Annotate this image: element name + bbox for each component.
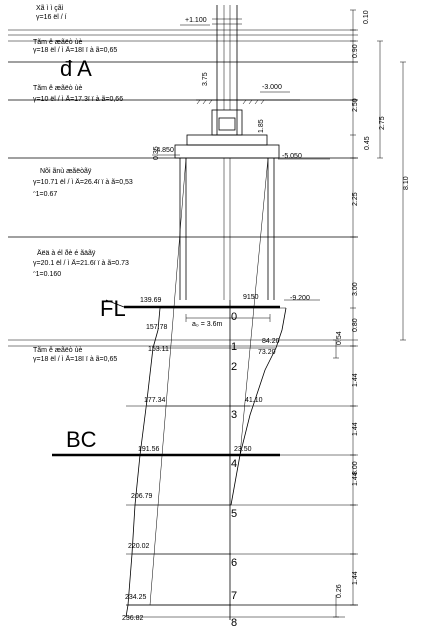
soil-5-params: γ=18 ël / ì Ä=18ï ï à ã=0,65	[33, 355, 117, 363]
soil-5-name: Tãm ê æãëò ùè	[33, 347, 83, 354]
node-3: 3	[231, 409, 237, 421]
dim-035: 0.35	[153, 146, 160, 160]
soil-layer-texts: Xã ì ì çãì γ=16 ël / í Tãm ê æãëò ùè γ=1…	[33, 5, 133, 363]
soil-1-name: Tãm ê æãëò ùè	[33, 39, 83, 46]
soil-4-name: Äëä à él ðè é ãäãÿ	[37, 249, 96, 257]
pile-width-label: a₀ = 3.6m	[192, 321, 223, 328]
pressure-right-texts: 9150 84.20 73.20 41.10 23.50	[234, 294, 280, 453]
rdim-13: 1.44	[352, 571, 359, 585]
pr-0: 9150	[243, 294, 259, 301]
right-dimension-lines	[333, 9, 406, 618]
label-fl: FL	[100, 296, 126, 321]
soil-4-params: γ=20.1 ël / ì Ä=21.6ï ï à ã=0.73	[33, 259, 129, 267]
node-0: 0	[231, 311, 237, 323]
rdim-5: 2.25	[352, 192, 359, 206]
node-6: 6	[231, 557, 237, 569]
elevation-leaders	[152, 24, 330, 301]
soil-3-extra: ᵔ1=0.67	[33, 191, 57, 198]
pl-2: 153.11	[148, 346, 169, 353]
node-5: 5	[231, 508, 237, 520]
elev-cap-right: -5.050	[282, 153, 302, 160]
soil-0-name: Xã ì ì çãì	[36, 5, 64, 12]
node-1: 1	[231, 341, 237, 353]
soil-3-params: γ=10.71 ël / ì Ä=26.4ï ï à ã=0,53	[33, 178, 133, 186]
node-4: 4	[231, 458, 237, 470]
rdim-15: 8.00	[352, 461, 359, 475]
right-dim-texts: 0.10 0.90 2.50 0.45 2.75 2.25 3.00 8.10 …	[336, 10, 410, 598]
elev-ground: -3.000	[262, 84, 282, 91]
rdim-8: 0.54	[336, 331, 343, 345]
pier-structure	[174, 5, 300, 300]
pressure-diagram	[125, 157, 287, 618]
pl-4: 191.56	[138, 446, 160, 453]
rdim-0: 0.10	[363, 10, 370, 24]
dim-185: 1.85	[258, 119, 265, 133]
soil-2-params: γ=10 ël / ì Ä=17.3ï ï à ã=0,66	[33, 95, 123, 103]
pl-7: 234.25	[125, 594, 147, 601]
fl-leader	[105, 299, 125, 308]
rdim-9: 0.80	[352, 318, 359, 332]
node-2: 2	[231, 361, 237, 373]
layer-boundaries	[8, 29, 358, 606]
label-bc: BC	[66, 427, 97, 452]
pressure-left-texts: 139.69 157.78 153.11 177.34 191.56 206.7…	[122, 297, 169, 622]
elev-fl: -9.200	[290, 295, 310, 302]
dim-375: 3.75	[202, 72, 209, 86]
soil-0-params: γ=16 ël / í	[36, 14, 67, 21]
elev-top: +1.100	[185, 17, 207, 24]
rdim-2: 2.50	[352, 98, 359, 112]
pr-3: 41.10	[245, 397, 263, 404]
rdim-6: 3.00	[352, 282, 359, 296]
node-8: 8	[231, 617, 237, 628]
pl-5: 206.79	[131, 493, 153, 500]
pl-3: 177.34	[144, 397, 166, 404]
rdim-7: 8.10	[403, 176, 410, 190]
elevation-texts: +1.100 -3.000 -4.850 -5.050 -9.200	[154, 17, 310, 302]
pile-width-dim	[185, 314, 271, 322]
pl-6: 220.02	[128, 543, 150, 550]
rdim-1: 0.90	[352, 44, 359, 58]
node-number-texts: 0 1 2 3 4 5 6 7 8	[231, 311, 237, 628]
rdim-14: 0.26	[336, 584, 343, 598]
rdim-10: 1.44	[352, 373, 359, 387]
pl-1: 157.78	[146, 324, 168, 331]
rdim-12: 1.44	[352, 472, 359, 486]
label-da: đ A	[60, 56, 92, 81]
small-dim-texts: 3.75 1.85 0.35	[153, 72, 265, 160]
rdim-4: 2.75	[379, 116, 386, 130]
pr-4: 23.50	[234, 446, 252, 453]
pr-1: 84.20	[262, 338, 280, 345]
soil-3-name: Nõi ãnù æãëòãÿ	[40, 168, 92, 175]
pl-0: 139.69	[140, 297, 162, 304]
pr-2: 73.20	[258, 349, 276, 356]
rdim-11: 1.44	[352, 422, 359, 436]
soil-2-name: Tãm ê æãëò ùè	[33, 85, 83, 92]
soil-4-extra: ᵔ1=0.160	[33, 271, 61, 278]
elev-cap-left: -4.850	[154, 147, 174, 154]
soil-1-params: γ=18 ël / ì Ä=18ï ï à ã=0,65	[33, 46, 117, 54]
node-7: 7	[231, 590, 237, 602]
pl-8: 236.82	[122, 615, 144, 622]
rdim-3: 0.45	[364, 136, 371, 150]
